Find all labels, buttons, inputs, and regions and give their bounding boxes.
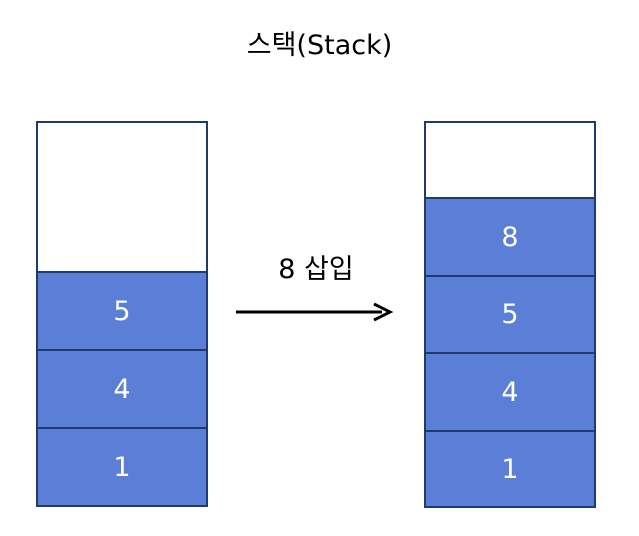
cell-value: 1	[113, 451, 131, 483]
stack-after: 8 5 4 1	[424, 121, 596, 508]
stack-after-cell-3: 4	[426, 352, 594, 430]
stack-empty-space	[38, 123, 206, 273]
cell-value: 8	[501, 221, 519, 253]
stack-after-cell-top: 8	[426, 197, 594, 275]
cell-value: 5	[113, 295, 131, 327]
stack-before-cell-bottom: 1	[38, 427, 206, 505]
stack-before-cell-top: 5	[38, 271, 206, 349]
stack-after-cell-2: 5	[426, 275, 594, 352]
cell-value: 4	[501, 376, 519, 408]
stack-empty-space	[426, 123, 594, 199]
stack-before: 5 4 1	[36, 121, 208, 507]
diagram-title: 스택(Stack)	[246, 30, 393, 61]
right-arrow-icon	[236, 302, 394, 322]
push-operation-label: 8 삽입	[278, 254, 354, 285]
stack-before-cell-middle: 4	[38, 349, 206, 427]
cell-value: 1	[501, 453, 519, 485]
cell-value: 4	[113, 373, 131, 405]
stack-after-cell-bottom: 1	[426, 430, 594, 506]
cell-value: 5	[501, 299, 519, 330]
